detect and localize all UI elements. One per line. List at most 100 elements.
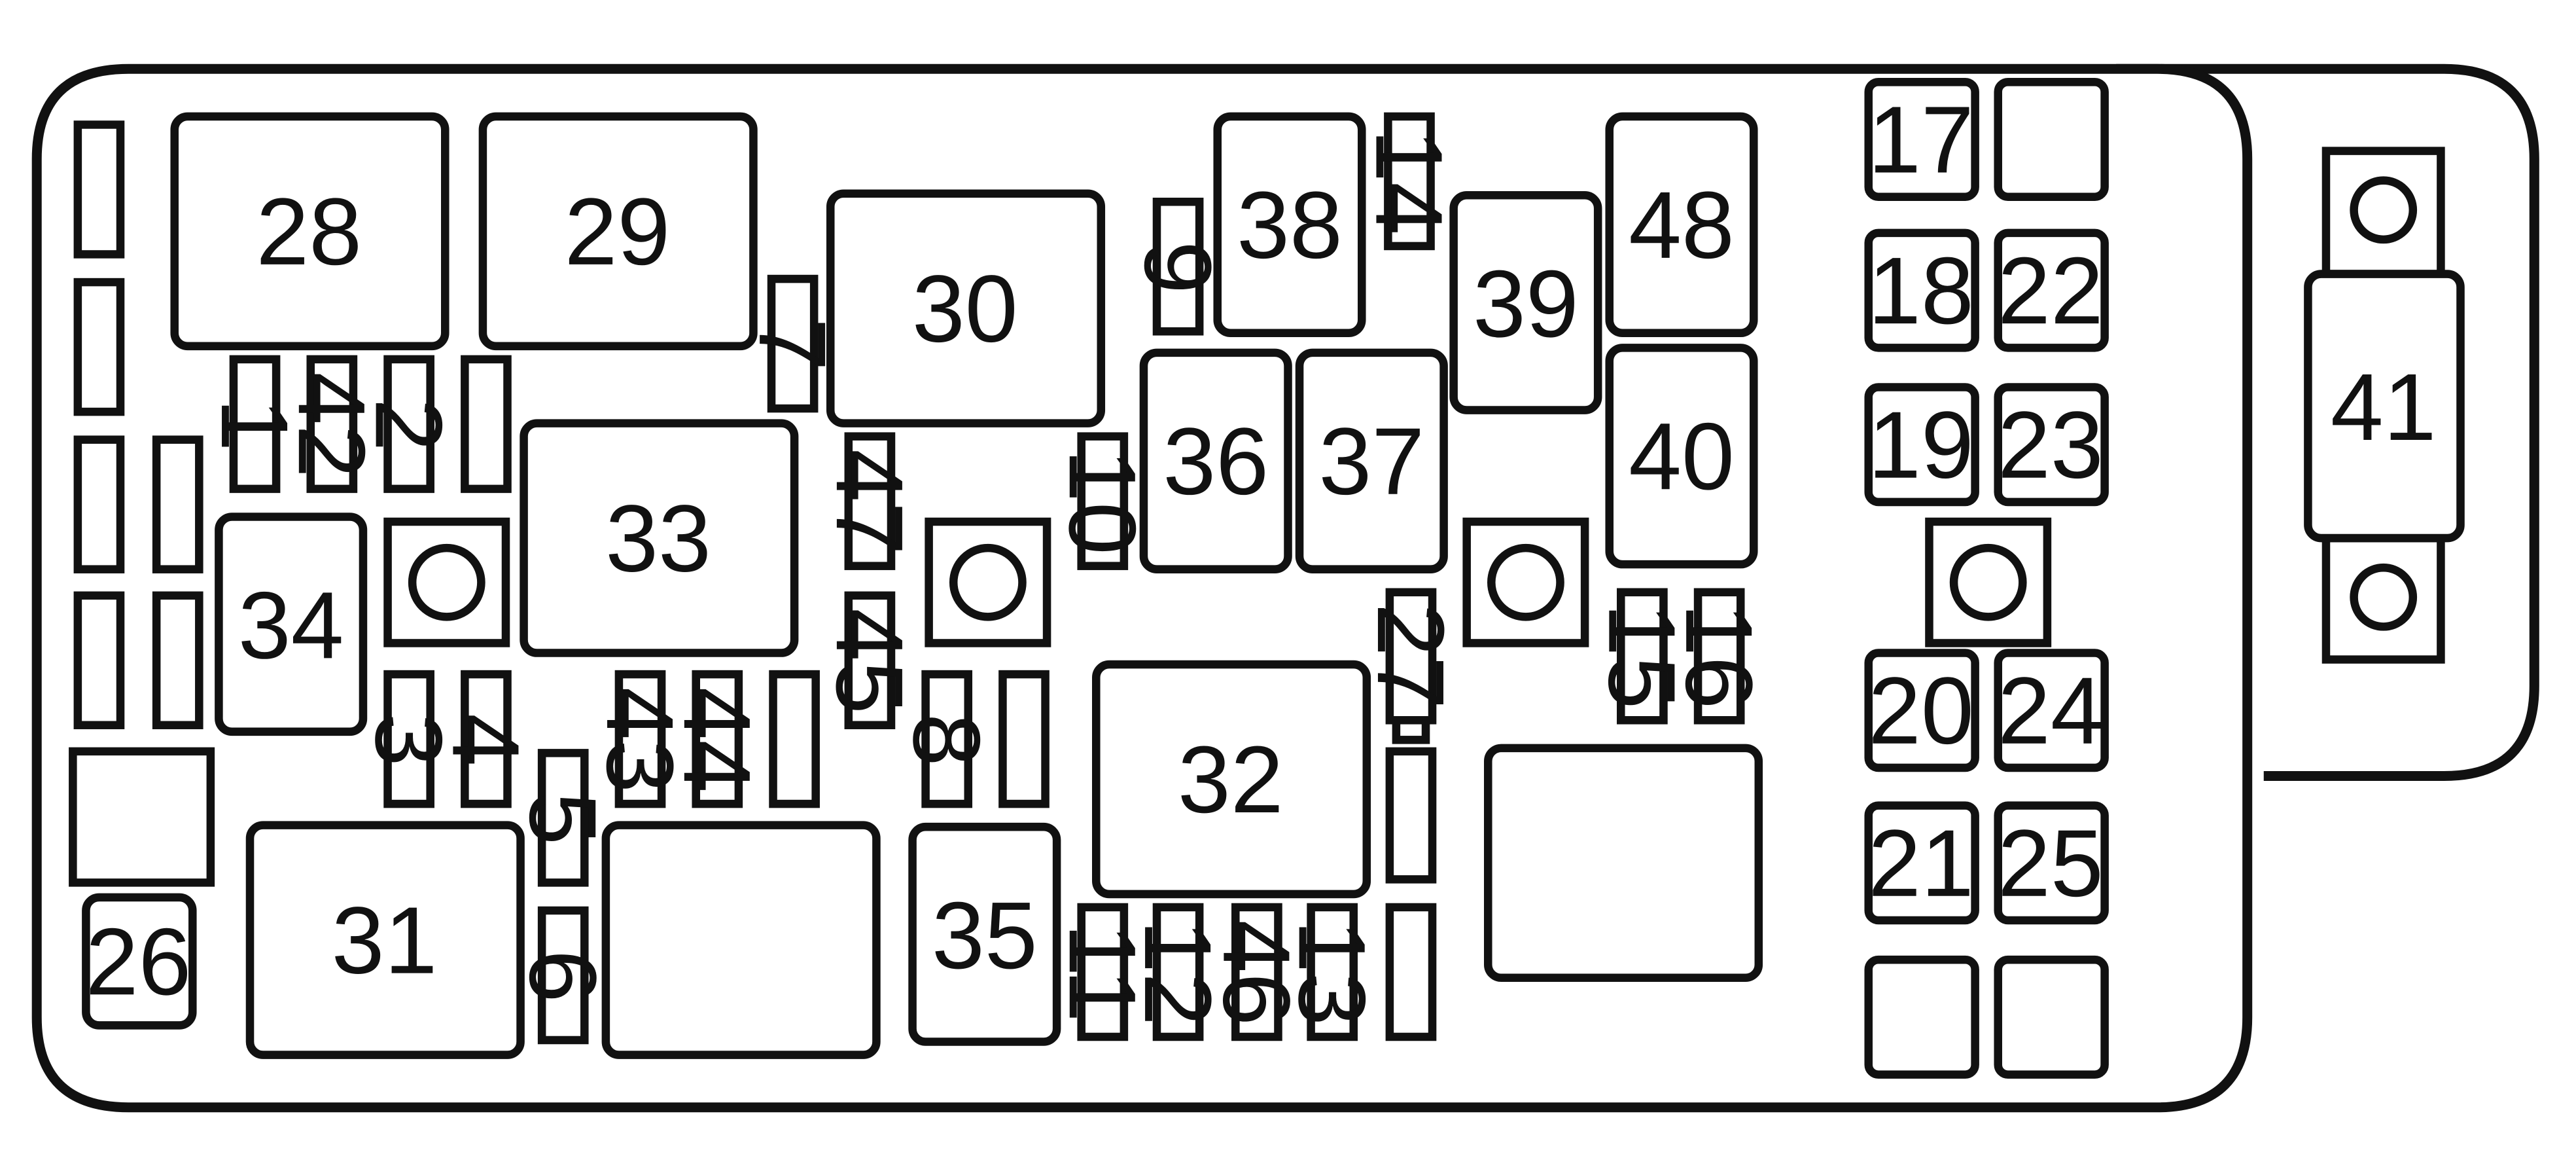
fuse-4: 4 [432,670,539,808]
fuse-47-label: 47 [817,449,923,555]
relay-28: 28 [170,112,450,351]
fuse-15: 15 [1589,588,1695,725]
fuse-22: 22 [1994,228,2109,352]
blank-fuse-near-8 [998,670,1050,808]
fuse-13-label: 13 [1279,920,1386,1026]
blank-fuse-mid-row [769,670,820,808]
fuse-25: 25 [1994,801,2109,925]
relay-30-label: 30 [912,255,1018,362]
relay-48: 48 [1605,112,1758,338]
fuse-24-label: 24 [1998,657,2104,764]
fuse-2-label: 2 [356,399,463,452]
fuse-6: 6 [510,906,616,1045]
fuse-13: 13 [1279,903,1386,1041]
mega-fuse-41-label: 41 [2331,353,2437,460]
fuse-45: 45 [817,591,923,730]
fuse-16-label: 16 [1666,604,1773,710]
blank-fuse-right-bottom-2 [1994,955,2109,1079]
fuse-19: 19 [1864,383,1979,507]
relay-48-label: 48 [1629,171,1735,278]
fuse-1-label: 1 [202,399,308,452]
mounting-bolt-2 [925,517,1051,647]
fuse-12: 12 [1125,903,1231,1041]
relay-33-label: 33 [605,485,711,592]
fuse-17-label: 17 [1868,86,1974,193]
fuse-42-label: 42 [279,372,385,478]
blank-fuse-left-2 [73,278,125,416]
blank-fuse-left-1 [73,120,125,259]
fuse-7: 7 [739,274,846,413]
fuse-20: 20 [1864,649,1979,772]
fuse-47: 47 [817,432,923,570]
fuse-12-label: 12 [1125,920,1231,1026]
fuse-2: 2 [356,355,463,494]
fuse-27: 27 [1358,588,1464,744]
fuse-10: 10 [1050,432,1156,570]
fuse-5-label: 5 [510,792,616,845]
relay-38-label: 38 [1237,171,1343,278]
blank-fuse-left-4 [73,591,125,730]
fuse-23-label: 23 [1998,391,2104,498]
mounting-bolt-3 [1462,517,1589,647]
fuse-23: 23 [1994,383,2109,507]
fuse-18-label: 18 [1868,237,1974,344]
fuse-10-label: 10 [1050,449,1156,555]
relay-39: 39 [1449,190,1602,414]
relay-39-label: 39 [1473,250,1579,357]
blank-fuse-bottom-right [1385,903,1437,1041]
blank-fuse-right-top [1994,78,2109,202]
fuse-17: 17 [1864,78,1979,202]
fuse-27-label: 27 [1358,604,1464,710]
fuse-25-label: 25 [1998,810,2104,916]
relay-32: 32 [1091,660,1371,899]
relay-36-label: 36 [1163,408,1269,514]
fuse-3-label: 3 [356,713,463,767]
fuse-44: 44 [664,670,771,808]
fuse-26-label: 26 [86,908,192,1015]
fuse-4-label: 4 [432,713,539,767]
fuse-18: 18 [1864,228,1979,352]
blank-fuse-top-row [461,355,512,494]
fuse-7-label: 7 [739,318,846,371]
relay-37-label: 37 [1318,408,1424,514]
relay-37: 37 [1295,348,1448,573]
fuse-5: 5 [510,749,616,887]
blank-fuse-left-5 [152,435,203,573]
fuse-6-label: 6 [510,950,616,1003]
fuse-46-label: 46 [1203,920,1310,1026]
relay-31-label: 31 [332,887,438,994]
relay-unlabeled-right [1484,744,1763,983]
fuse-14-label: 14 [1356,129,1462,235]
relay-28-label: 28 [256,178,362,285]
relay-35-label: 35 [932,882,1038,988]
fuse-46: 46 [1203,903,1310,1041]
relay-31: 31 [245,821,525,1059]
mounting-bolt-4 [1925,517,2052,647]
blank-square-block [69,747,215,887]
fuse-8: 8 [894,670,1000,808]
fuse-24: 24 [1994,649,2109,772]
blank-fuse-left-3 [73,435,125,573]
relay-36: 36 [1139,348,1292,573]
fuse-26: 26 [82,893,197,1030]
relay-38: 38 [1213,112,1366,338]
fuse-9: 9 [1125,198,1231,336]
fuse-1: 1 [202,355,308,494]
relay-34: 34 [215,513,368,736]
mega-fuse-41: 41 [2304,147,2465,664]
fuse-22-label: 22 [1998,237,2104,344]
fuse-16: 16 [1666,588,1773,725]
fuse-19-label: 19 [1868,391,1974,498]
fuse-21-label: 21 [1868,810,1974,916]
blank-fuse-left-6 [152,591,203,730]
mounting-bolt-1 [383,517,510,647]
fuse-43-label: 43 [587,687,694,793]
fuse-3: 3 [356,670,463,808]
relay-32-label: 32 [1178,726,1284,833]
fuse-20-label: 20 [1868,657,1974,764]
fuse-42: 42 [279,355,385,494]
relay-unlabeled-bottom [601,821,881,1059]
relay-33: 33 [520,419,799,657]
relay-30: 30 [826,189,1106,427]
